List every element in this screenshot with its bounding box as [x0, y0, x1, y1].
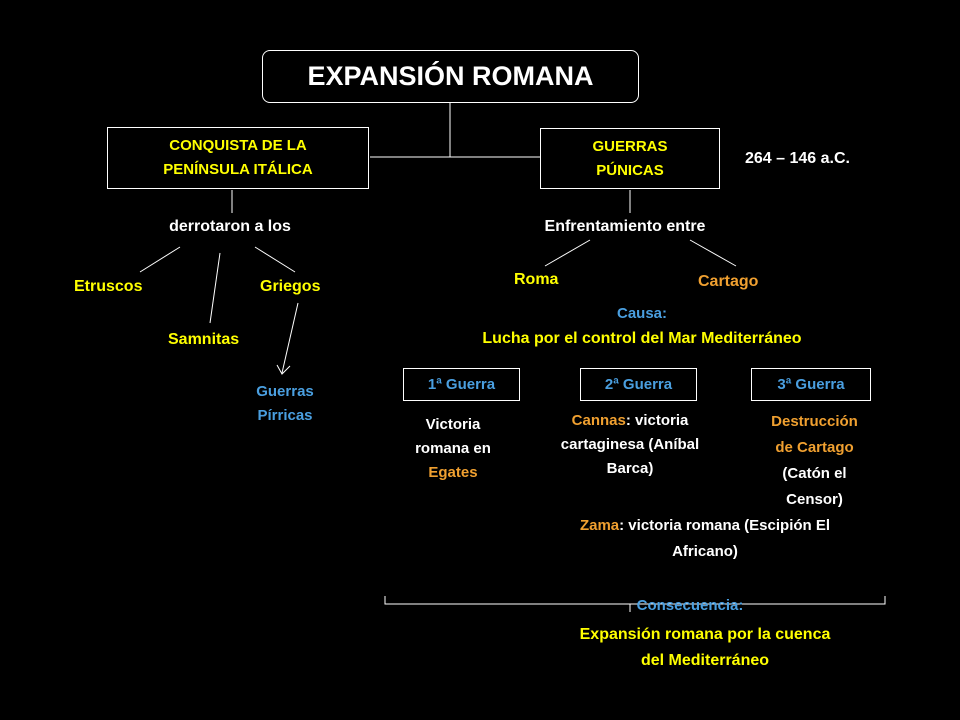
conflict-label: Enfrentamiento entre: [544, 218, 706, 235]
war-2-line-3: Barca): [606, 460, 654, 477]
war-3-line-1: Destrucción: [771, 413, 858, 430]
cause-label: Causa:: [616, 305, 668, 322]
connector-samnitas: [209, 252, 221, 324]
consequence-line-2: del Mediterráneo: [640, 652, 770, 669]
defeated-label: derrotaron a los: [169, 218, 291, 235]
connector-cartago: [689, 239, 737, 267]
consequence-line-1: Expansión romana por la cuenca: [579, 626, 831, 643]
war-2-place: Cannas: [571, 412, 626, 429]
arrow-guerras-pirricas: [281, 302, 299, 374]
war-3-label: 3ª Guerra: [777, 376, 845, 393]
punic-wars-label-1: GUERRAS: [592, 137, 668, 155]
war-1-place: Egates: [428, 464, 478, 481]
war-1-result: Victoria romana en Egates: [393, 413, 513, 485]
war-3-result: Destrucción de Cartago (Catón el Censor): [752, 409, 877, 513]
war-1-line-1: Victoria: [425, 416, 481, 433]
punic-wars-box: GUERRAS PÚNICAS: [540, 128, 720, 189]
title-box: EXPANSIÓN ROMANA: [262, 50, 639, 103]
war-2-label: 2ª Guerra: [604, 376, 673, 393]
war-2-line-1: : victoria: [625, 412, 689, 429]
cause-text: Lucha por el control del Mar Mediterráne…: [482, 330, 802, 347]
punic-wars-label-2: PÚNICAS: [596, 161, 664, 179]
punic-wars-dates: 264 – 146 a.C.: [745, 150, 850, 167]
war-2-result: Cannas: victoria cartaginesa (Aníbal Bar…: [540, 409, 720, 481]
war-3-line-2: de Cartago: [775, 439, 854, 456]
zama-line-1: : victoria romana (Escipión El: [619, 517, 831, 534]
war-2-line-2: cartaginesa (Aníbal: [560, 436, 700, 453]
page-title: EXPANSIÓN ROMANA: [307, 61, 594, 91]
people-samnitas: Samnitas: [168, 331, 240, 348]
connector-griegos: [254, 246, 296, 273]
side-cartago: Cartago: [698, 273, 759, 290]
war-1-box: 1ª Guerra: [403, 368, 520, 401]
zama-line-2: Africano): [672, 543, 738, 560]
consequence-bracket: [384, 596, 886, 612]
guerras-pirricas-line-1: Guerras: [256, 383, 314, 400]
war-2-box: 2ª Guerra: [580, 368, 697, 401]
arrow-head: [276, 364, 291, 375]
consequence-label: Consecuencia:: [636, 597, 744, 614]
war-3-line-3: (Catón el: [782, 465, 847, 482]
people-griegos: Griegos: [260, 278, 321, 295]
zama-result: Zama: victoria romana (Escipión El Afric…: [540, 513, 870, 565]
connector-etruscos: [139, 246, 181, 273]
war-3-box: 3ª Guerra: [751, 368, 871, 401]
conquest-box: CONQUISTA DE LA PENÍNSULA ITÁLICA: [107, 127, 369, 189]
guerras-pirricas: Guerras Pírricas: [230, 380, 340, 428]
conquest-label: CONQUISTA DE LA PENÍNSULA ITÁLICA: [163, 137, 313, 178]
war-1-line-2: romana en: [415, 440, 491, 457]
people-etruscos: Etruscos: [74, 278, 143, 295]
side-roma: Roma: [514, 271, 559, 288]
war-3-line-4: Censor): [786, 491, 843, 508]
connector-roma: [544, 239, 591, 267]
consequence-text: Expansión romana por la cuenca del Medit…: [530, 622, 880, 674]
war-1-label: 1ª Guerra: [427, 376, 496, 393]
guerras-pirricas-line-2: Pírricas: [257, 407, 313, 424]
zama-place: Zama: [579, 517, 620, 534]
